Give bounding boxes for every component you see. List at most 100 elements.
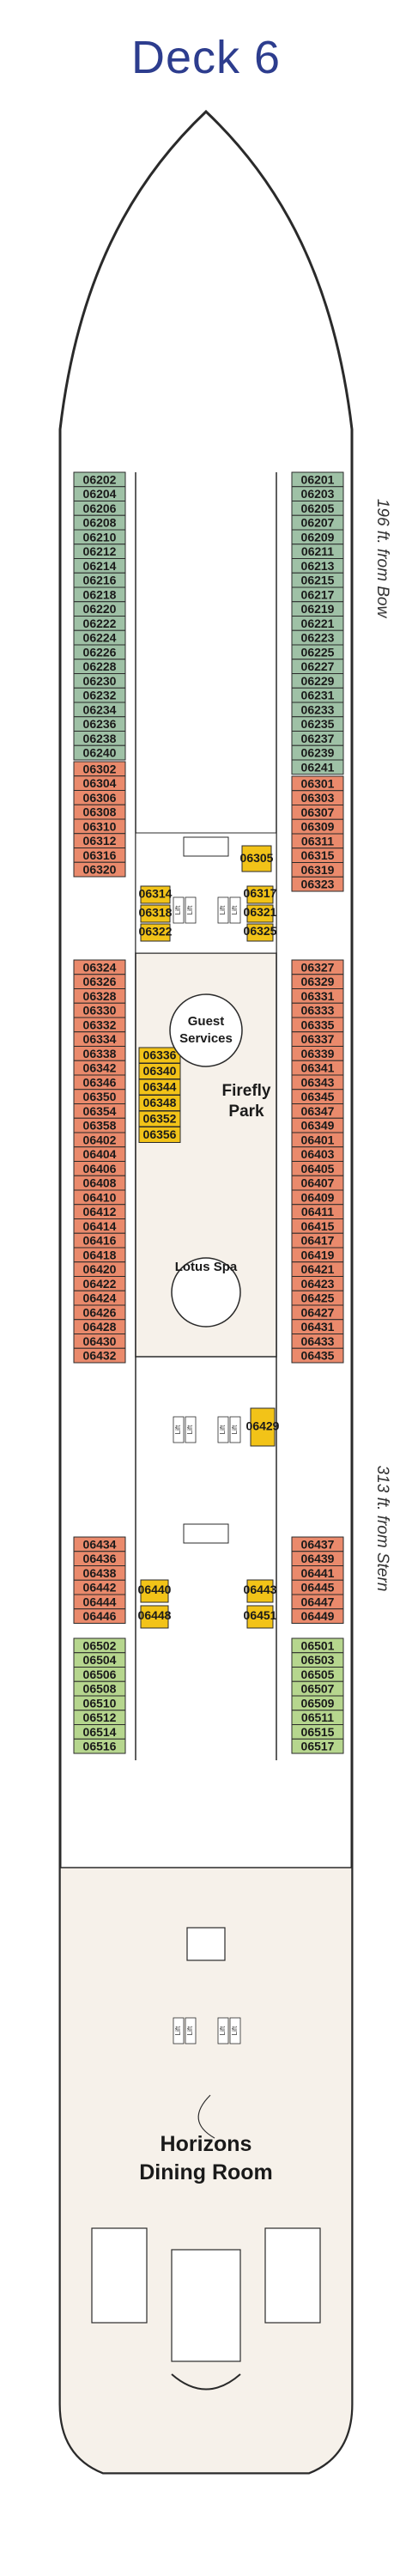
cabin-06437[interactable]: 06437 [291,1536,344,1552]
cabin-06302[interactable]: 06302 [73,761,126,777]
cabin-06309[interactable]: 06309 [291,818,344,835]
cabin-06214[interactable]: 06214 [73,558,126,574]
cabin-06502[interactable]: 06502 [73,1637,126,1654]
cabin-06326[interactable]: 06326 [73,974,126,989]
cabin-06204[interactable]: 06204 [73,486,126,501]
cabin-06327[interactable]: 06327 [291,959,344,975]
cabin-06240[interactable]: 06240 [73,744,126,761]
cabin-06346[interactable]: 06346 [73,1074,126,1091]
cabin-06239[interactable]: 06239 [291,744,344,761]
cabin-06307[interactable]: 06307 [291,805,344,820]
cabin-06340[interactable]: 06340 [138,1063,181,1079]
cabin-06442[interactable]: 06442 [73,1579,126,1595]
cabin-06506[interactable]: 06506 [73,1667,126,1682]
cabin-06202[interactable]: 06202 [73,471,126,488]
cabin-06409[interactable]: 06409 [291,1189,344,1206]
cabin-06305[interactable]: 06305 [240,845,274,872]
cabin-06419[interactable]: 06419 [291,1247,344,1263]
cabin-06206[interactable]: 06206 [73,501,126,516]
cabin-06403[interactable]: 06403 [291,1146,344,1162]
cabin-06238[interactable]: 06238 [73,731,126,746]
cabin-06406[interactable]: 06406 [73,1161,126,1176]
cabin-06208[interactable]: 06208 [73,514,126,531]
cabin-06347[interactable]: 06347 [291,1103,344,1119]
cabin-06517[interactable]: 06517 [291,1738,344,1754]
cabin-06402[interactable]: 06402 [73,1132,126,1148]
cabin-06328[interactable]: 06328 [73,988,126,1004]
cabin-06321[interactable]: 06321 [244,904,277,923]
cabin-06411[interactable]: 06411 [291,1204,344,1219]
cabin-06438[interactable]: 06438 [73,1565,126,1581]
cabin-06344[interactable]: 06344 [138,1078,181,1096]
cabin-06342[interactable]: 06342 [73,1060,126,1076]
cabin-06232[interactable]: 06232 [73,687,126,703]
cabin-06504[interactable]: 06504 [73,1652,126,1668]
cabin-06320[interactable]: 06320 [73,861,126,878]
cabin-06439[interactable]: 06439 [291,1551,344,1566]
cabin-06224[interactable]: 06224 [73,629,126,646]
cabin-06407[interactable]: 06407 [291,1175,344,1191]
cabin-06423[interactable]: 06423 [291,1276,344,1291]
cabin-06430[interactable]: 06430 [73,1334,126,1349]
cabin-06354[interactable]: 06354 [73,1103,126,1119]
cabin-06512[interactable]: 06512 [73,1710,126,1725]
cabin-06425[interactable]: 06425 [291,1290,344,1306]
cabin-06229[interactable]: 06229 [291,673,344,689]
cabin-06427[interactable]: 06427 [291,1304,344,1321]
cabin-06449[interactable]: 06449 [291,1608,344,1624]
cabin-06424[interactable]: 06424 [73,1290,126,1306]
cabin-06404[interactable]: 06404 [73,1146,126,1162]
cabin-06330[interactable]: 06330 [73,1002,126,1018]
cabin-06221[interactable]: 06221 [291,616,344,631]
cabin-06212[interactable]: 06212 [73,544,126,559]
cabin-06333[interactable]: 06333 [291,1002,344,1018]
cabin-06228[interactable]: 06228 [73,659,126,674]
cabin-06207[interactable]: 06207 [291,514,344,531]
cabin-06448[interactable]: 06448 [138,1605,172,1629]
cabin-06410[interactable]: 06410 [73,1189,126,1206]
cabin-06435[interactable]: 06435 [291,1347,344,1364]
cabin-06511[interactable]: 06511 [291,1710,344,1725]
cabin-06222[interactable]: 06222 [73,616,126,631]
cabin-06339[interactable]: 06339 [291,1046,344,1061]
cabin-06429[interactable]: 06429 [246,1407,280,1447]
cabin-06304[interactable]: 06304 [73,775,126,791]
cabin-06203[interactable]: 06203 [291,486,344,501]
cabin-06226[interactable]: 06226 [73,644,126,660]
cabin-06218[interactable]: 06218 [73,586,126,603]
cabin-06219[interactable]: 06219 [291,601,344,617]
cabin-06436[interactable]: 06436 [73,1551,126,1566]
cabin-06211[interactable]: 06211 [291,544,344,559]
cabin-06308[interactable]: 06308 [73,804,126,820]
cabin-06310[interactable]: 06310 [73,818,126,835]
cabin-06334[interactable]: 06334 [73,1031,126,1047]
cabin-06356[interactable]: 06356 [138,1127,181,1143]
cabin-06503[interactable]: 06503 [291,1652,344,1668]
cabin-06225[interactable]: 06225 [291,644,344,660]
cabin-06444[interactable]: 06444 [73,1594,126,1610]
cabin-06417[interactable]: 06417 [291,1232,344,1249]
cabin-06231[interactable]: 06231 [291,687,344,703]
cabin-06349[interactable]: 06349 [291,1117,344,1133]
cabin-06205[interactable]: 06205 [291,501,344,516]
cabin-06440[interactable]: 06440 [138,1579,172,1603]
cabin-06319[interactable]: 06319 [291,862,344,878]
cabin-06336[interactable]: 06336 [138,1047,181,1064]
cabin-06241[interactable]: 06241 [291,759,344,775]
cabin-06325[interactable]: 06325 [244,923,277,942]
cabin-06322[interactable]: 06322 [139,923,173,942]
cabin-06341[interactable]: 06341 [291,1060,344,1076]
cabin-06209[interactable]: 06209 [291,529,344,545]
cabin-06405[interactable]: 06405 [291,1161,344,1176]
cabin-06415[interactable]: 06415 [291,1218,344,1234]
cabin-06235[interactable]: 06235 [291,716,344,732]
cabin-06358[interactable]: 06358 [73,1117,126,1133]
cabin-06345[interactable]: 06345 [291,1089,344,1104]
cabin-06237[interactable]: 06237 [291,731,344,746]
cabin-06416[interactable]: 06416 [73,1232,126,1249]
cabin-06317[interactable]: 06317 [244,885,277,904]
cabin-06306[interactable]: 06306 [73,790,126,805]
cabin-06210[interactable]: 06210 [73,529,126,545]
cabin-06335[interactable]: 06335 [291,1017,344,1033]
cabin-06303[interactable]: 06303 [291,790,344,805]
